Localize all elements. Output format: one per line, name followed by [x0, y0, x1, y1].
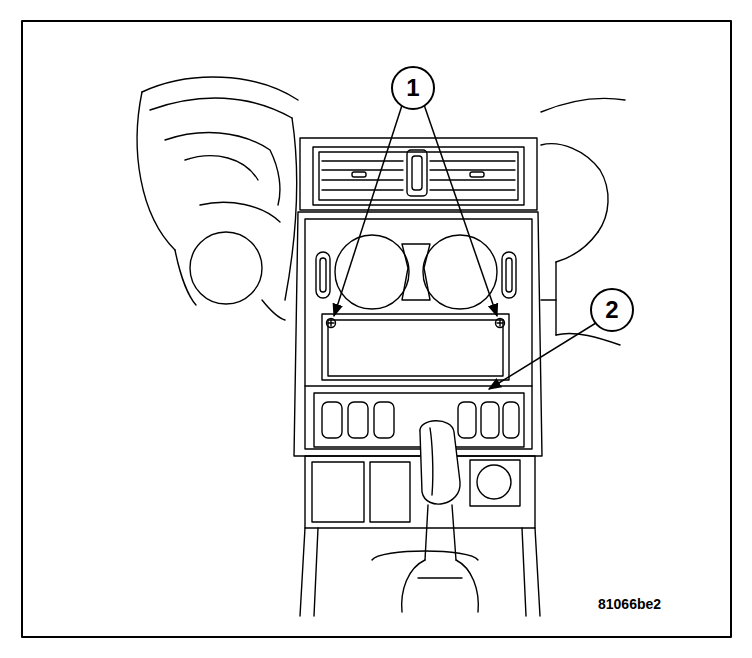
lower-console-part — [312, 462, 364, 522]
center-bezel-part — [320, 258, 326, 292]
gear-shifter-part — [430, 428, 433, 495]
figure-frame — [22, 21, 731, 637]
dashboard-right-part — [541, 299, 556, 300]
air-vent-part — [322, 179, 403, 180]
dashboard-right-part — [556, 333, 620, 345]
center-bezel — [294, 212, 542, 456]
steering-wheel-part — [285, 118, 297, 300]
dashboard-right-part — [541, 99, 625, 113]
gear-shifter-part — [456, 560, 478, 612]
lower-console-part — [477, 465, 511, 499]
steering-wheel-part — [165, 133, 280, 205]
switch-panel-part — [481, 402, 499, 438]
dashboard-right-part — [555, 262, 556, 335]
gear-shifter-part — [418, 577, 462, 578]
center-bezel-part — [423, 235, 497, 309]
lower-console-part — [300, 528, 305, 616]
steering-wheel-part — [150, 98, 292, 118]
switch-panel — [305, 386, 532, 447]
gear-shifter-part — [452, 505, 456, 560]
switch-panel-part — [314, 393, 524, 447]
dashboard-right-part — [556, 232, 598, 262]
radio-opening-part — [330, 320, 331, 326]
lower-console-part — [370, 462, 410, 522]
figure-code: 81066be2 — [598, 597, 661, 612]
lower-console-part — [314, 528, 318, 616]
lower-console-part — [470, 460, 520, 506]
radio-opening-part — [322, 314, 509, 380]
callout-circle: 2 — [590, 288, 634, 332]
console-illustration-part — [22, 21, 731, 637]
radio-opening-part — [496, 319, 505, 328]
radio-opening-part — [328, 320, 503, 376]
center-bezel-part — [402, 244, 430, 300]
radio-opening-part — [499, 320, 500, 326]
callout-number: 2 — [605, 298, 618, 322]
center-bezel-part — [294, 212, 542, 456]
steering-wheel-part — [200, 202, 280, 222]
air-vent-part — [300, 138, 537, 210]
gear-shifter — [402, 421, 479, 612]
center-bezel-part — [316, 252, 330, 298]
air-vent-part — [470, 172, 484, 177]
air-vent-part — [319, 152, 518, 200]
gear-shifter-part — [420, 421, 460, 504]
callout-number: 1 — [406, 76, 419, 100]
steering-wheel-part — [142, 77, 298, 100]
switch-panel-part — [374, 402, 394, 438]
steering-wheel-part — [190, 232, 262, 304]
lower-console-part — [305, 456, 535, 528]
air-vent-part — [313, 147, 524, 205]
steering-wheel — [137, 77, 298, 320]
leader-lines-part — [489, 318, 604, 389]
radio-opening — [322, 314, 509, 380]
lower-console — [300, 456, 540, 616]
air-vent — [300, 138, 537, 210]
steering-wheel-part — [262, 300, 285, 320]
gear-shifter-part — [402, 560, 425, 612]
air-vent-part — [352, 172, 366, 177]
leader-lines — [334, 96, 604, 389]
dashboard-right-part — [541, 144, 608, 232]
switch-panel-part — [348, 402, 368, 438]
switch-panel-part — [305, 385, 532, 386]
steering-wheel-part — [175, 250, 196, 305]
callout-circle: 1 — [391, 66, 435, 110]
lower-console-part — [535, 528, 540, 616]
center-bezel-part — [502, 252, 516, 298]
air-vent-part — [412, 156, 422, 190]
switch-panel-part — [503, 402, 519, 438]
leader-lines-part — [334, 96, 405, 316]
gear-shifter-part — [425, 505, 428, 560]
air-vent-part — [322, 169, 403, 170]
air-vent-part — [430, 179, 515, 180]
air-vent-part — [430, 189, 515, 190]
switch-panel-part — [458, 402, 476, 438]
leader-lines-part — [421, 96, 497, 316]
center-bezel-part — [506, 258, 512, 292]
center-bezel-part — [305, 219, 532, 449]
steering-wheel-part — [137, 92, 175, 250]
switch-panel-part — [322, 402, 342, 438]
air-vent-part — [322, 160, 403, 161]
steering-wheel-part — [185, 156, 258, 180]
air-vent-part — [322, 189, 403, 190]
radio-opening-part — [327, 319, 336, 328]
lower-console-part — [522, 528, 526, 616]
dashboard-right — [541, 99, 625, 346]
center-bezel-part — [335, 235, 409, 309]
air-vent-part — [430, 169, 515, 170]
air-vent-part — [407, 150, 427, 196]
